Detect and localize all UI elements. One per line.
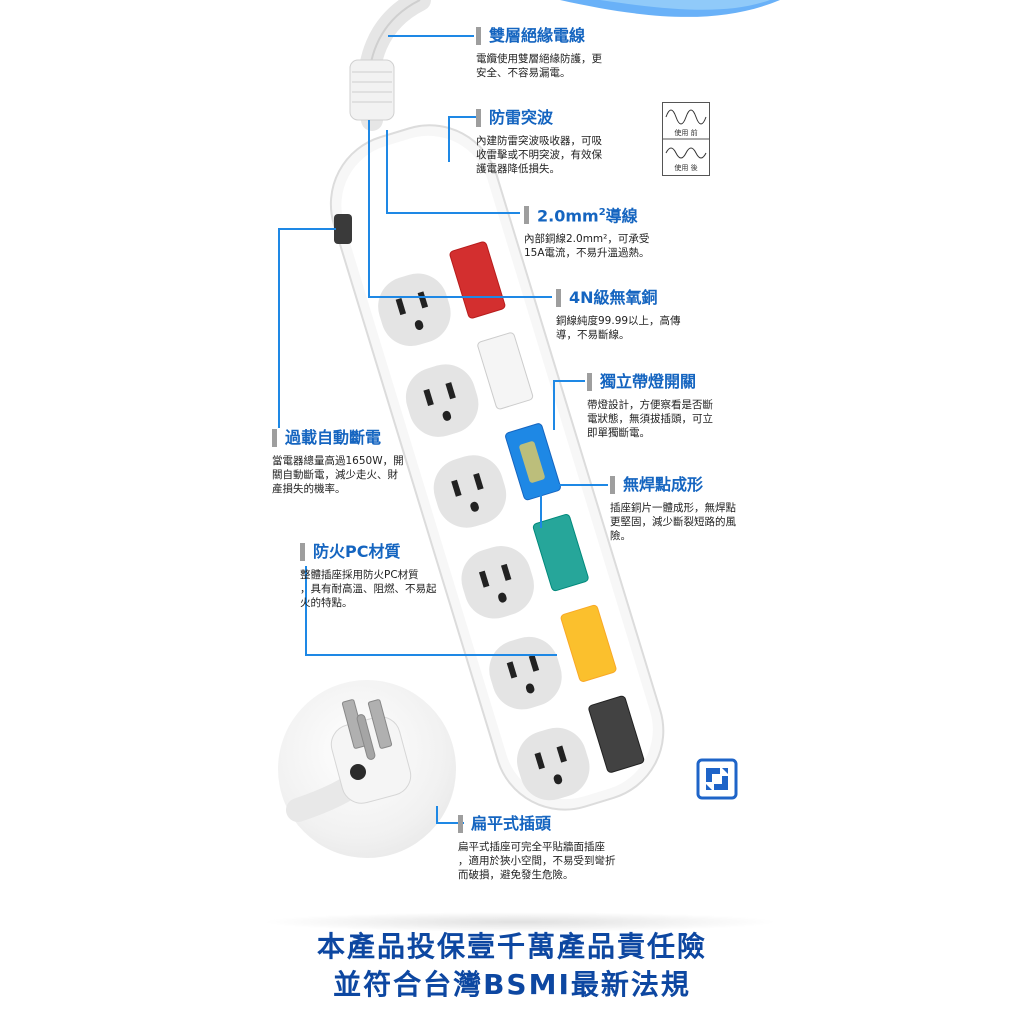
title-marker [610,476,615,494]
feature-desc: 電纜使用雙層絕緣防護，更 安全、不容易漏電。 [476,53,602,79]
feature-desc: 內部銅線2.0mm²，可承受 15A電流，不易升溫過熱。 [524,233,650,260]
feature-solder-free: 無焊點成形 插座銅片一體成形，無焊點 更堅固，減少斷裂短路的風 險。 [610,475,736,543]
connector-line [305,566,307,654]
title-sup: 2 [598,207,606,218]
outlet-4 [461,546,534,619]
feature-overload: 過載自動斷電 當電器總量高過1650W，開 關自動斷電，減少走火、財 產損失的機… [272,428,404,496]
outlet-1 [378,273,451,346]
feature-desc: 銅線純度99.99以上，高傳 導，不易斷線。 [556,315,681,341]
title-marker [476,109,481,127]
feature-surge: 防雷突波 內建防雷突波吸收器，可吸 收雷擊或不明突波，有效保 護電器降低損失。 [476,108,602,176]
connector-line [448,116,476,118]
title-marker [476,27,481,45]
surge-comparison-chart: 使用 前 使用 後 [662,102,710,176]
bottom-banner: 本產品投保壹千萬產品責任險 並符合台灣BSMI最新法規 [0,928,1024,1004]
connector-line [388,35,474,37]
outlet-6 [517,727,590,801]
feature-pc-material: 防火PC材質 整體插座採用防火PC材質 ，具有耐高溫、阻燃、不易起 火的特點。 [300,542,437,610]
switch-5-yellow [560,604,617,682]
feature-switch: 獨立帶燈開關 帶燈設計，方便察看是否斷 電狀態，無須拔插頭，可立 即單獨斷電。 [587,372,713,440]
feature-title: 雙層絕緣電線 [489,26,586,45]
title-marker [556,289,561,307]
master-switch-black [588,695,645,773]
connector-line [553,380,585,382]
title-marker [524,205,529,224]
feature-desc: 整體插座採用防火PC材質 ，具有耐高溫、阻燃、不易起 火的特點。 [300,569,437,609]
title-marker [458,815,463,833]
title-main: 2.0mm [537,206,599,226]
feature-title: 無焊點成形 [623,475,704,494]
feature-title: 獨立帶燈開關 [600,372,697,391]
connector-line [368,296,552,298]
feature-title: 防火PC材質 [313,542,401,561]
feature-title: 2.0mm2導線 [537,203,638,226]
flat-plug-icon [286,699,412,822]
feature-desc: 當電器總量高過1650W，開 關自動斷電，減少走火、財 產損失的機率。 [272,455,404,495]
switch-2-white [477,332,534,410]
banner-line-1: 本產品投保壹千萬產品責任險 [316,930,707,963]
connector-line [436,822,464,824]
feature-title: 扁平式插頭 [471,814,552,833]
title-marker [300,543,305,561]
feature-title: 防雷突波 [489,108,554,127]
feature-double-insulation: 雙層絕緣電線 電纜使用雙層絕緣防護，更 安全、不容易漏電。 [476,26,602,80]
feature-flat-plug: 扁平式插頭 扁平式插座可完全平貼牆面插座 ，適用於狹小空間，不易受到彎折 而破損… [458,814,616,882]
banner-line-2: 並符合台灣BSMI最新法規 [333,968,691,1001]
connector-line [278,228,336,230]
outlet-3 [433,455,507,528]
feature-desc: 插座銅片一體成形，無焊點 更堅固，減少斷裂短路的風 險。 [610,502,736,542]
overload-reset-button [334,214,352,244]
connector-line [540,484,542,528]
after-label: 使用 後 [674,164,698,172]
divider-shadow [260,912,780,932]
connector-line [553,380,555,430]
switch-1-red [449,241,506,319]
feature-desc: 內建防雷突波吸收器，可吸 收雷擊或不明突波，有效保 護電器降低損失。 [476,135,602,175]
feature-desc: 扁平式插座可完全平貼牆面插座 ，適用於狹小空間，不易受到彎折 而破損，避免發生危… [458,841,616,881]
feature-title: 過載自動斷電 [285,428,382,447]
feature-title: 4N級無氧銅 [569,288,658,307]
feature-desc: 帶燈設計，方便察看是否斷 電狀態，無須拔插頭，可立 即單獨斷電。 [587,399,713,439]
connector-line [386,130,388,214]
switch-4-green [532,514,589,592]
flat-plug-inset [278,680,456,858]
connector-line [386,212,520,214]
title-tail: 導線 [605,206,638,226]
cable-strain-relief [349,59,395,121]
title-marker [587,373,592,391]
connector-line [368,120,370,298]
feature-wire-gauge: 2.0mm2導線 內部銅線2.0mm²，可承受 15A電流，不易升溫過熱。 [524,203,650,260]
connector-line [540,484,608,486]
before-label: 使用 前 [674,129,698,137]
outlet-2 [405,364,479,437]
connector-line [305,654,557,656]
feature-copper: 4N級無氧銅 銅線純度99.99以上，高傳 導，不易斷線。 [556,288,681,342]
connector-line [278,228,280,428]
connector-line [436,806,438,822]
waveform-icon [663,109,709,159]
connector-line [448,116,450,162]
top-wave-decoration [560,0,780,17]
recycle-icon [696,758,738,800]
title-marker [272,429,277,447]
